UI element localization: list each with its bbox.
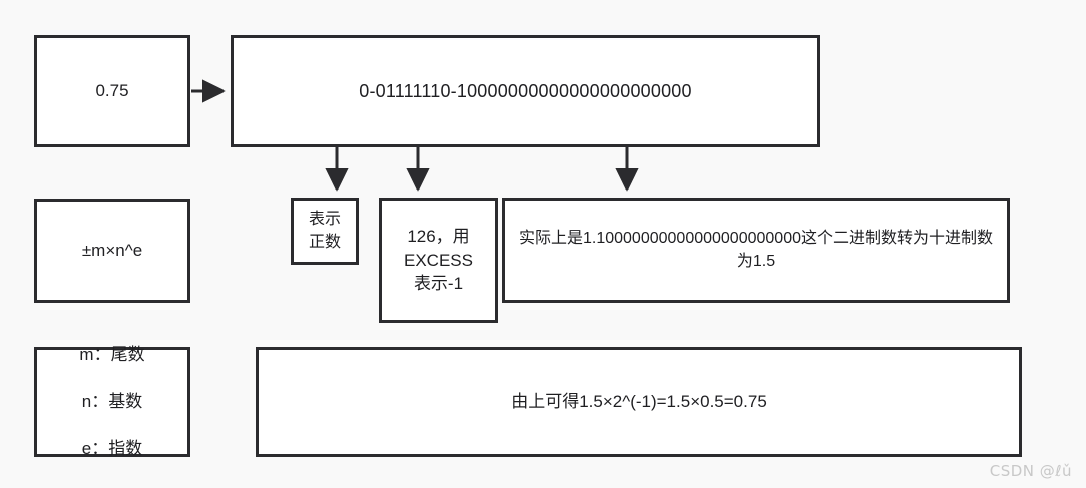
legend-line-m: m：尾数 — [79, 345, 145, 365]
mantissa-note-text: 实际上是1.10000000000000000000000这个二进制数转为十进制… — [518, 230, 993, 270]
legend-box: m：尾数 n：基数 e：指数 — [34, 345, 190, 458]
legend-text: m：尾数 n：基数 e：指数 — [37, 320, 187, 484]
binary-representation-text: 0-01111110-10000000000000000000000 — [359, 80, 692, 101]
mantissa-note-box: 实际上是1.10000000000000000000000这个二进制数转为十进制… — [502, 198, 1010, 303]
formula-text: ±m×n^e — [81, 241, 143, 261]
conclusion-text: 由上可得1.5×2^(-1)=1.5×0.5=0.75 — [511, 392, 767, 412]
exponent-note-box: 126，用 EXCESS 表示-1 — [379, 198, 498, 323]
decimal-value-text: 0.75 — [95, 81, 129, 101]
formula-box: ±m×n^e — [34, 199, 190, 303]
sign-note-text: 表示 正数 — [308, 211, 341, 251]
legend-line-n: n：基数 — [81, 392, 143, 412]
exponent-note-text: 126，用 EXCESS 表示-1 — [404, 227, 473, 294]
conclusion-box: 由上可得1.5×2^(-1)=1.5×0.5=0.75 — [256, 347, 1022, 457]
watermark: CSDN @ℓǔ — [989, 462, 1072, 480]
binary-representation-box: 0-01111110-10000000000000000000000 — [231, 35, 820, 147]
decimal-value-box: 0.75 — [34, 35, 190, 147]
legend-line-e: e：指数 — [81, 439, 143, 459]
sign-note-box: 表示 正数 — [291, 198, 359, 265]
